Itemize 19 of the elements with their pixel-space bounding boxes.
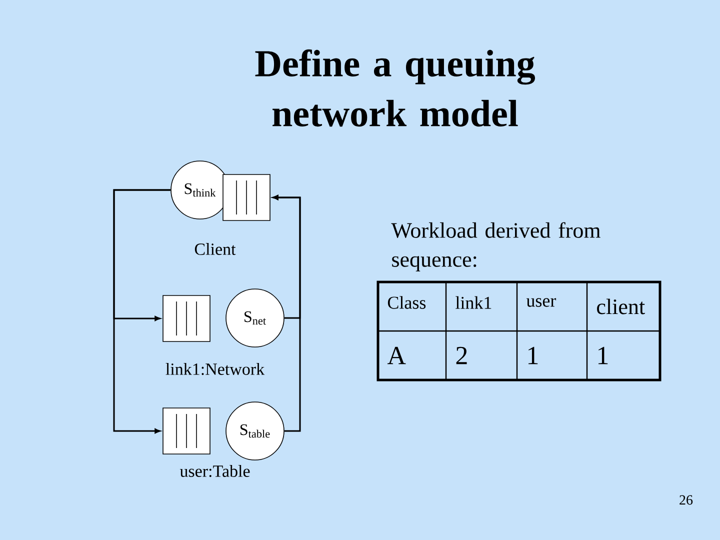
arrow — [272, 195, 301, 432]
arrow — [113, 189, 171, 434]
table-cell: link1 — [456, 296, 492, 309]
queue-box — [162, 295, 210, 342]
page-number: 26 — [680, 495, 693, 505]
table-cell: 1 — [598, 346, 608, 364]
station-label: link1:Network — [166, 362, 265, 375]
table-cell: client — [597, 298, 645, 314]
table-cell: 2 — [456, 346, 467, 364]
table-cell: A — [387, 346, 406, 364]
workload-text: Workload derived from sequence: — [391, 222, 600, 272]
table-cell: Class — [388, 296, 426, 309]
table-cell: 1 — [528, 346, 538, 364]
queue-box — [162, 408, 210, 454]
table-cell: user — [526, 298, 556, 307]
station-label: Client — [194, 243, 236, 255]
queue-box — [222, 174, 270, 221]
title: Define a queuing network model — [255, 49, 535, 127]
station-label: user:Table — [180, 464, 250, 477]
